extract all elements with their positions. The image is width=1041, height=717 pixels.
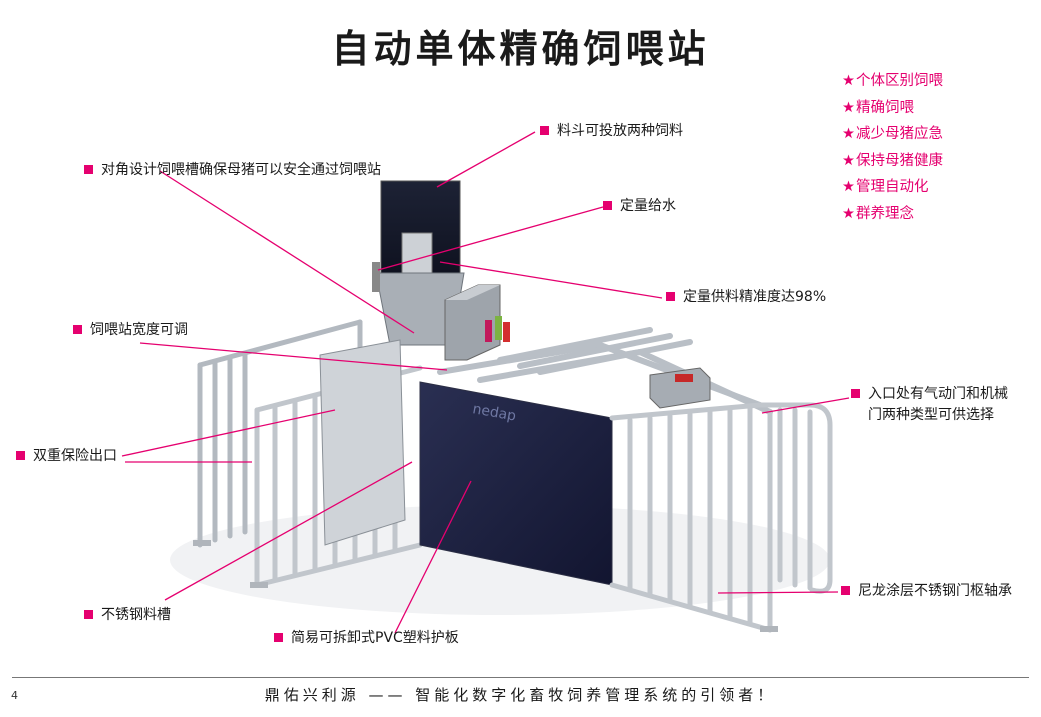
feature-list: ★个体区别饲喂 ★精确饲喂 ★减少母猪应急 ★保持母猪健康 ★管理自动化 ★群养… xyxy=(842,68,943,227)
star-icon: ★ xyxy=(842,99,855,116)
entrance-gate xyxy=(609,402,833,633)
footer-divider xyxy=(12,677,1029,678)
panel-brand: nedap xyxy=(471,401,517,424)
footer-slogan: 鼎佑兴利源 —— 智能化数字化畜牧饲养管理系统的引领者！ xyxy=(264,686,777,704)
feature-item: ★群养理念 xyxy=(842,205,914,222)
callout-exit: 双重保险出口 xyxy=(16,446,117,467)
square-bullet-icon xyxy=(603,200,612,210)
callout-accuracy: 定量供料精准度达98% xyxy=(666,287,826,308)
left-frame xyxy=(197,319,363,548)
feet xyxy=(193,540,778,632)
square-bullet-icon xyxy=(540,125,549,135)
gate-actuator xyxy=(649,367,711,409)
square-bullet-icon xyxy=(84,609,93,619)
callout-entrance: 入口处有气动门和机械门两种类型可供选择 xyxy=(851,384,1008,426)
top-rails xyxy=(437,327,773,415)
star-icon: ★ xyxy=(842,205,855,222)
control-box xyxy=(444,284,510,361)
page-number: 4 xyxy=(11,689,18,702)
square-bullet-icon xyxy=(274,632,283,642)
trough-panel xyxy=(319,339,406,546)
callout-lines xyxy=(121,131,850,634)
callout-trough: 不锈钢料槽 xyxy=(84,605,171,626)
star-icon: ★ xyxy=(842,73,855,89)
page-title: 自动单体精确饲喂站 xyxy=(331,27,710,71)
callout-width: 饲喂站宽度可调 xyxy=(73,320,188,341)
square-bullet-icon xyxy=(851,388,860,398)
square-bullet-icon xyxy=(84,164,93,174)
callout-diagonal: 对角设计饲喂槽确保母猪可以安全通过饲喂站 xyxy=(84,160,381,181)
pvc-panel: nedap xyxy=(419,381,613,586)
feature-item: ★保持母猪健康 xyxy=(842,152,943,169)
square-bullet-icon xyxy=(16,450,25,460)
star-icon: ★ xyxy=(842,126,855,142)
square-bullet-icon xyxy=(666,291,675,301)
feature-item: ★管理自动化 xyxy=(842,179,929,195)
square-bullet-icon xyxy=(73,324,82,334)
callout-bearing: 尼龙涂层不锈钢门枢轴承 xyxy=(841,581,1012,602)
feature-item: ★个体区别饲喂 xyxy=(842,73,943,89)
callout-panel: 简易可拆卸式PVC塑料护板 xyxy=(274,628,459,649)
feature-item: ★精确饲喂 xyxy=(842,99,914,116)
square-bullet-icon xyxy=(841,585,850,595)
star-icon: ★ xyxy=(842,152,855,169)
feature-item: ★减少母猪应急 xyxy=(842,126,943,142)
callout-water: 定量给水 xyxy=(603,196,676,217)
callout-hopper: 料斗可投放两种饲料 xyxy=(540,121,683,142)
star-icon: ★ xyxy=(842,179,855,195)
